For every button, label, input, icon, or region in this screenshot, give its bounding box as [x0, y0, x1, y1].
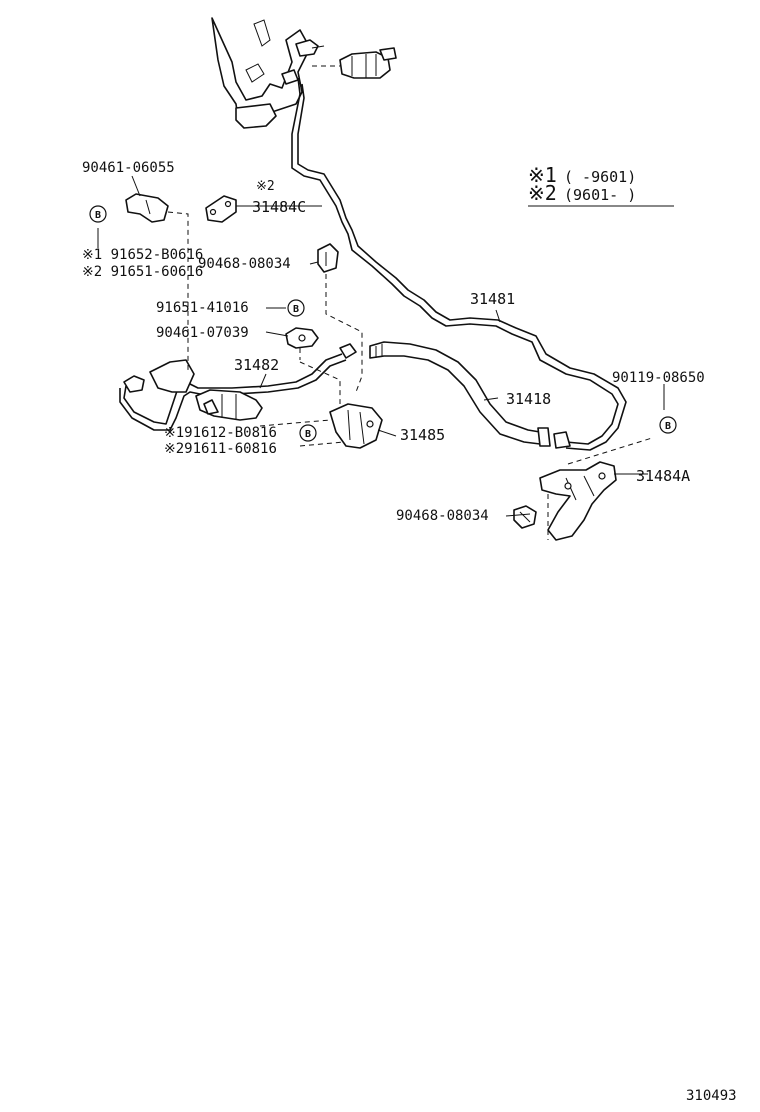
leader-clip-upper	[325, 274, 363, 393]
bracket-31485	[329, 403, 383, 449]
bolt-marker-right: B	[659, 416, 677, 434]
leader-clamp-top	[167, 211, 189, 370]
label-90468-08034-upper: 90468-08034	[198, 256, 291, 272]
svg-text:B: B	[305, 429, 311, 440]
legend-mark-2: ※2	[528, 181, 557, 205]
label-31484c: 31484C	[252, 198, 306, 216]
clip-90468-upper	[317, 243, 339, 273]
master-cylinder-assembly	[211, 17, 397, 129]
label-bolt-91652: ※1 91652-B0616	[82, 247, 203, 263]
leader-bracket-31485	[259, 419, 345, 447]
svg-text:B: B	[293, 304, 299, 315]
label-bolt-91611: ※291611-60816	[164, 441, 277, 457]
svg-text:B: B	[95, 210, 101, 221]
clamp-90461-07039	[285, 327, 319, 349]
label-90119-08650: 90119-08650	[612, 370, 705, 386]
legend-range-2: (9601- )	[564, 186, 636, 204]
clip-90468-lower	[513, 505, 537, 529]
label-90468-08034-lower: 90468-08034	[396, 508, 489, 524]
bolt-marker-left: B	[89, 205, 107, 223]
pipe-31481-outer	[291, 77, 619, 445]
leader-bracket-31484a	[547, 437, 653, 540]
legend: ※1 ( -9601) ※2 (9601- )	[528, 163, 674, 207]
label-bolt-91612: ※191612-B0816	[164, 425, 277, 441]
bracket-31484c	[205, 195, 237, 223]
bolt-marker-mid: B	[287, 299, 305, 317]
label-note-star2: ※2	[256, 179, 275, 194]
label-31485: 31485	[400, 426, 445, 444]
label-bolt-91651-60616: ※2 91651-60616	[82, 264, 203, 280]
label-91651-41016: 91651-41016	[156, 300, 249, 316]
hose-31418	[339, 341, 571, 449]
leader-clamp-mid	[299, 348, 341, 404]
label-31482: 31482	[234, 356, 279, 374]
label-90461-07039: 90461-07039	[156, 325, 249, 341]
bolt-marker-lower: B	[299, 424, 317, 442]
label-90461-06055: 90461-06055	[82, 160, 175, 176]
release-cylinder	[123, 359, 263, 421]
legend-range-1: ( -9601)	[564, 168, 636, 186]
leader-lines	[97, 175, 665, 517]
label-31481: 31481	[470, 290, 515, 308]
pipe-31481-inner	[297, 83, 627, 451]
label-31484a: 31484A	[636, 467, 690, 485]
svg-text:B: B	[665, 421, 671, 432]
legend-mark-1: ※1	[528, 163, 557, 187]
diagram-identifier: 310493	[686, 1088, 737, 1104]
label-31418: 31418	[506, 390, 551, 408]
clamp-90461-06055	[125, 193, 169, 223]
bracket-31484a	[539, 461, 617, 541]
